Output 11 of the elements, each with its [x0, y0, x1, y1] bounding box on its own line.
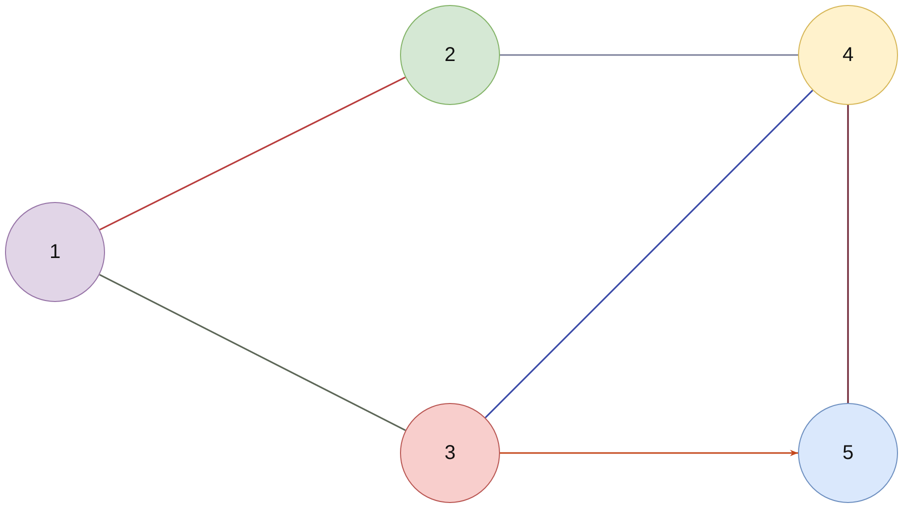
node-label: 1	[49, 240, 61, 264]
node-label: 5	[842, 442, 854, 464]
node-label: 4	[842, 44, 854, 66]
connector-line	[484, 90, 814, 418]
connector-line	[847, 105, 849, 403]
node-label: 2	[444, 44, 456, 66]
connector-line	[500, 54, 798, 56]
arrow	[500, 450, 798, 456]
connector-line	[99, 274, 406, 432]
connector-line	[99, 76, 406, 230]
node-label: 3	[444, 442, 456, 464]
